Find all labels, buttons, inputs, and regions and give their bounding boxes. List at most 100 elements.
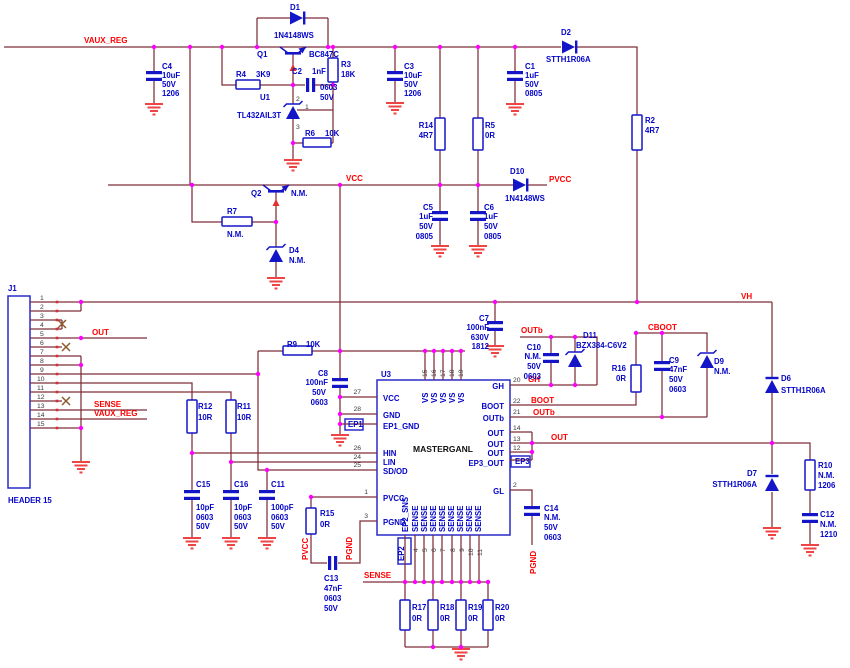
label-47nf: 47nF — [324, 584, 342, 593]
resistor-r6 — [302, 137, 332, 148]
label-6: 6 — [40, 340, 44, 347]
label-stth1r06a: STTH1R06A — [781, 386, 826, 395]
capacitor-c11-plate2 — [259, 496, 275, 500]
label-r4: R4 — [236, 70, 247, 79]
label-r5: R5 — [485, 121, 496, 130]
capacitor-c16-plate1 — [223, 490, 239, 494]
label-1nf: 1nF — [312, 67, 326, 76]
label-sense: SENSE — [429, 506, 438, 532]
label-out: OUT — [488, 429, 505, 438]
label-n-m: N.M. — [291, 189, 307, 198]
capacitor-c2-plate1 — [306, 78, 310, 92]
junction-dot — [437, 182, 443, 188]
label-tl432ail3t: TL432AIL3T — [237, 111, 281, 120]
pin-tick — [55, 390, 59, 394]
junction-dot — [402, 579, 408, 585]
label-c8: C8 — [318, 369, 329, 378]
label-ep3-out: EP3_OUT — [468, 459, 504, 468]
transistor-q2-base-bar — [268, 190, 284, 193]
capacitor-c8-plate2 — [332, 384, 348, 388]
label-1uf: 1uF — [525, 71, 539, 80]
label-vs: VS — [430, 393, 439, 403]
wire-94 — [338, 520, 377, 564]
label-c6: C6 — [484, 203, 495, 212]
label-n-m: N.M. — [525, 352, 541, 361]
label-c16: C16 — [234, 480, 249, 489]
label-gh: GH — [492, 382, 504, 391]
label-bzx384-c6v2: BZX384-C6V2 — [576, 341, 627, 350]
label-47nf: 47nF — [669, 365, 687, 374]
wire-1 — [577, 46, 638, 115]
label-lin: LIN — [383, 458, 396, 467]
label-vs: VS — [421, 393, 430, 403]
label-sense: SENSE — [364, 571, 392, 580]
junction-dot — [325, 44, 331, 50]
label-r19: R19 — [468, 603, 483, 612]
zener-d4-cathode — [265, 243, 287, 251]
capacitor-c4-plate2 — [146, 77, 162, 81]
junction-dot — [476, 579, 482, 585]
label-4r7: 4R7 — [419, 131, 433, 140]
label-n-m: N.M. — [227, 230, 243, 239]
label-11: 11 — [37, 385, 44, 392]
capacitor-c1-plate1 — [507, 71, 523, 75]
diode-d2-cathode — [575, 40, 578, 54]
junction-dot — [572, 382, 578, 388]
junction-dot — [78, 299, 84, 305]
label-r9: R9 — [287, 340, 298, 349]
label-bc847c: BC847C — [309, 50, 339, 59]
label-c10: C10 — [527, 343, 542, 352]
pin-tick — [55, 318, 59, 322]
junction-dot — [449, 579, 455, 585]
label-out: OUT — [488, 449, 505, 458]
label-2: 2 — [40, 304, 44, 311]
capacitor-c12-plate2 — [802, 519, 818, 523]
label-pgnd: PGND — [345, 537, 354, 560]
label-3k9: 3K9 — [256, 70, 271, 79]
label-50v: 50V — [162, 80, 177, 89]
label-3: 3 — [40, 313, 44, 320]
label-pvcc: PVCC — [301, 538, 310, 560]
diode-d2-triangle — [562, 40, 575, 54]
junction-dot — [290, 140, 296, 146]
label-1n4148ws: 1N4148WS — [274, 31, 314, 40]
label-cboot: CBOOT — [648, 323, 677, 332]
junction-dot — [430, 644, 436, 650]
label-0603: 0603 — [271, 513, 289, 522]
label-r12: R12 — [198, 402, 213, 411]
junction-dot — [78, 362, 84, 368]
label-d1: D1 — [290, 3, 301, 12]
capacitor-c9-plate1 — [654, 361, 670, 365]
label-25: 25 — [353, 462, 361, 469]
label-50v: 50V — [324, 604, 339, 613]
junction-dot — [422, 348, 428, 354]
label-d11: D11 — [583, 331, 598, 340]
capacitor-c10-plate1 — [543, 353, 559, 357]
label-sense: SENSE — [456, 506, 465, 532]
label-1: 1 — [305, 104, 309, 111]
resistor-r2 — [631, 114, 643, 151]
label-50v: 50V — [669, 375, 684, 384]
label-9: 9 — [459, 548, 466, 552]
junction-dot — [529, 440, 535, 446]
resistor-r4 — [235, 79, 261, 90]
label-n-m: N.M. — [544, 513, 560, 522]
label-c1: C1 — [525, 62, 536, 71]
label-19: 19 — [458, 369, 465, 377]
junction-dot — [273, 219, 279, 225]
junction-dot — [492, 299, 498, 305]
label-pgnd: PGND — [383, 518, 406, 527]
label-d10: D10 — [510, 167, 525, 176]
label-50v: 50V — [527, 362, 542, 371]
label-0603: 0603 — [544, 533, 562, 542]
wire-54 — [257, 351, 267, 471]
label-0r: 0R — [468, 614, 478, 623]
resistor-r20 — [482, 599, 494, 631]
label-sense: SENSE — [420, 506, 429, 532]
resistor-r10 — [804, 459, 816, 491]
label-13: 13 — [513, 436, 521, 443]
label-10r: 10R — [198, 413, 213, 422]
label-15: 15 — [37, 421, 45, 428]
resistor-r11 — [225, 399, 237, 434]
